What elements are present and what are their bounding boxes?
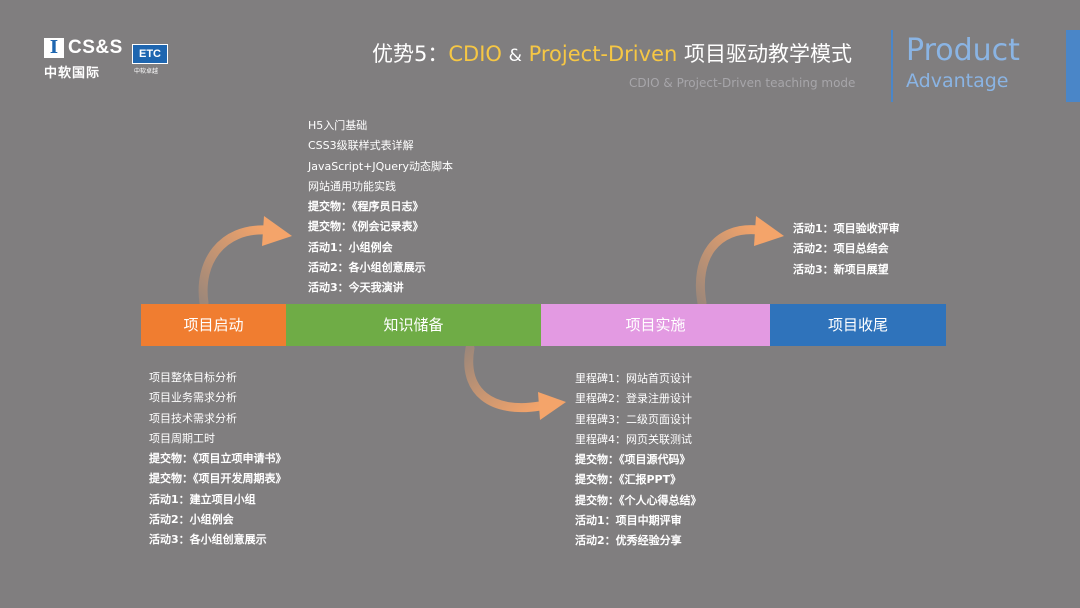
stage-knowledge-reserve: 知识储备: [286, 304, 541, 346]
list-item: 活动2：优秀经验分享: [575, 534, 682, 548]
title-highlight-cdio: CDIO: [448, 42, 502, 66]
arrow-implementation-to-closing: [695, 216, 784, 308]
knowledge-items-list: H5入门基础 CSS3级联样式表详解 JavaScript+JQuery动态脚本网站…: [308, 116, 453, 299]
stage-project-start: 项目启动: [141, 304, 286, 346]
list-item: 活动3：今天我演讲: [308, 281, 404, 295]
header-divider: [891, 30, 893, 102]
title-highlight-project-driven: Project-Driven: [528, 42, 678, 66]
list-item: CSS3级联样式表详解: [308, 139, 414, 153]
title-ampersand: &: [508, 46, 522, 66]
list-item: 提交物：《项目开发周期表》: [149, 472, 287, 486]
list-item: JavaScript+JQuery动态脚本: [308, 159, 454, 173]
list-item: 里程碑4：网页关联测试: [575, 432, 692, 446]
list-item: 项目技术需求分析: [149, 411, 237, 425]
section-label-product: Product: [906, 33, 1020, 68]
list-item: 活动1：建立项目小组: [149, 492, 256, 506]
title-suffix: 项目驱动教学模式: [684, 42, 852, 66]
arrow-knowledge-to-implementation: [464, 343, 566, 420]
list-item: 网站通用功能实践: [308, 179, 396, 193]
list-item: 项目周期工时: [149, 431, 215, 445]
arrow-start-to-knowledge: [198, 216, 292, 308]
list-item: 活动2：各小组创意展示: [308, 261, 426, 275]
section-label-advantage: Advantage: [906, 70, 1009, 92]
stage-project-closing: 项目收尾: [770, 304, 946, 346]
stage-project-implementation: 项目实施: [541, 304, 770, 346]
logo-chinese-name: 中软国际: [44, 66, 101, 81]
list-item: 里程碑1：网站首页设计: [575, 372, 692, 385]
list-item: 项目业务需求分析: [149, 391, 237, 405]
page-subtitle: CDIO & Project-Driven teaching mode: [629, 76, 856, 90]
list-item: 提交物：《项目立项申请书》: [149, 452, 287, 466]
list-item: 活动1：项目验收评审: [793, 222, 900, 235]
list-item: 里程碑3：二级页面设计: [575, 412, 692, 426]
list-item: 提交物：《程序员日志》: [308, 200, 424, 214]
page-title: 优势5：CDIO & Project-Driven 项目驱动教学模式: [372, 38, 852, 68]
title-prefix: 优势5：: [372, 42, 449, 66]
closing-items-list: 活动1：项目验收评审活动2：项目总结会活动3：新项目展望: [793, 219, 900, 280]
list-item: 提交物：《汇报PPT》: [575, 473, 682, 487]
list-item: H5入门基础: [308, 119, 368, 132]
list-item: 提交物：《例会记录表》: [308, 220, 424, 234]
edge-accent-bar: [1066, 30, 1080, 102]
logo-chinese-subname: 中软卓越: [134, 68, 159, 75]
logo-text: CS&S: [68, 37, 123, 58]
logo-badge: ETC: [132, 44, 168, 64]
list-item: 活动2：项目总结会: [793, 242, 889, 256]
list-item: 提交物：《个人心得总结》: [575, 493, 702, 507]
project-start-items-list: 项目整体目标分析项目业务需求分析项目技术需求分析项目周期工时提交物：《项目立项申…: [149, 368, 287, 551]
list-item: 活动3：各小组创意展示: [149, 533, 267, 547]
implementation-items-list: 里程碑1：网站首页设计里程碑2：登录注册设计里程碑3：二级页面设计里程碑4：网页…: [575, 369, 702, 552]
list-item: 活动3：新项目展望: [793, 262, 889, 276]
list-item: 活动1：项目中期评审: [575, 514, 682, 528]
company-logo: I CS&S ETC 中软国际 中软卓越: [44, 37, 168, 82]
list-item: 活动1：小组例会: [308, 240, 393, 254]
list-item: 提交物：《项目源代码》: [575, 453, 691, 467]
list-item: 活动2：小组例会: [149, 513, 234, 527]
list-item: 项目整体目标分析: [149, 371, 237, 384]
list-item: 里程碑2：登录注册设计: [575, 392, 692, 406]
logo-mark: I: [44, 38, 64, 58]
